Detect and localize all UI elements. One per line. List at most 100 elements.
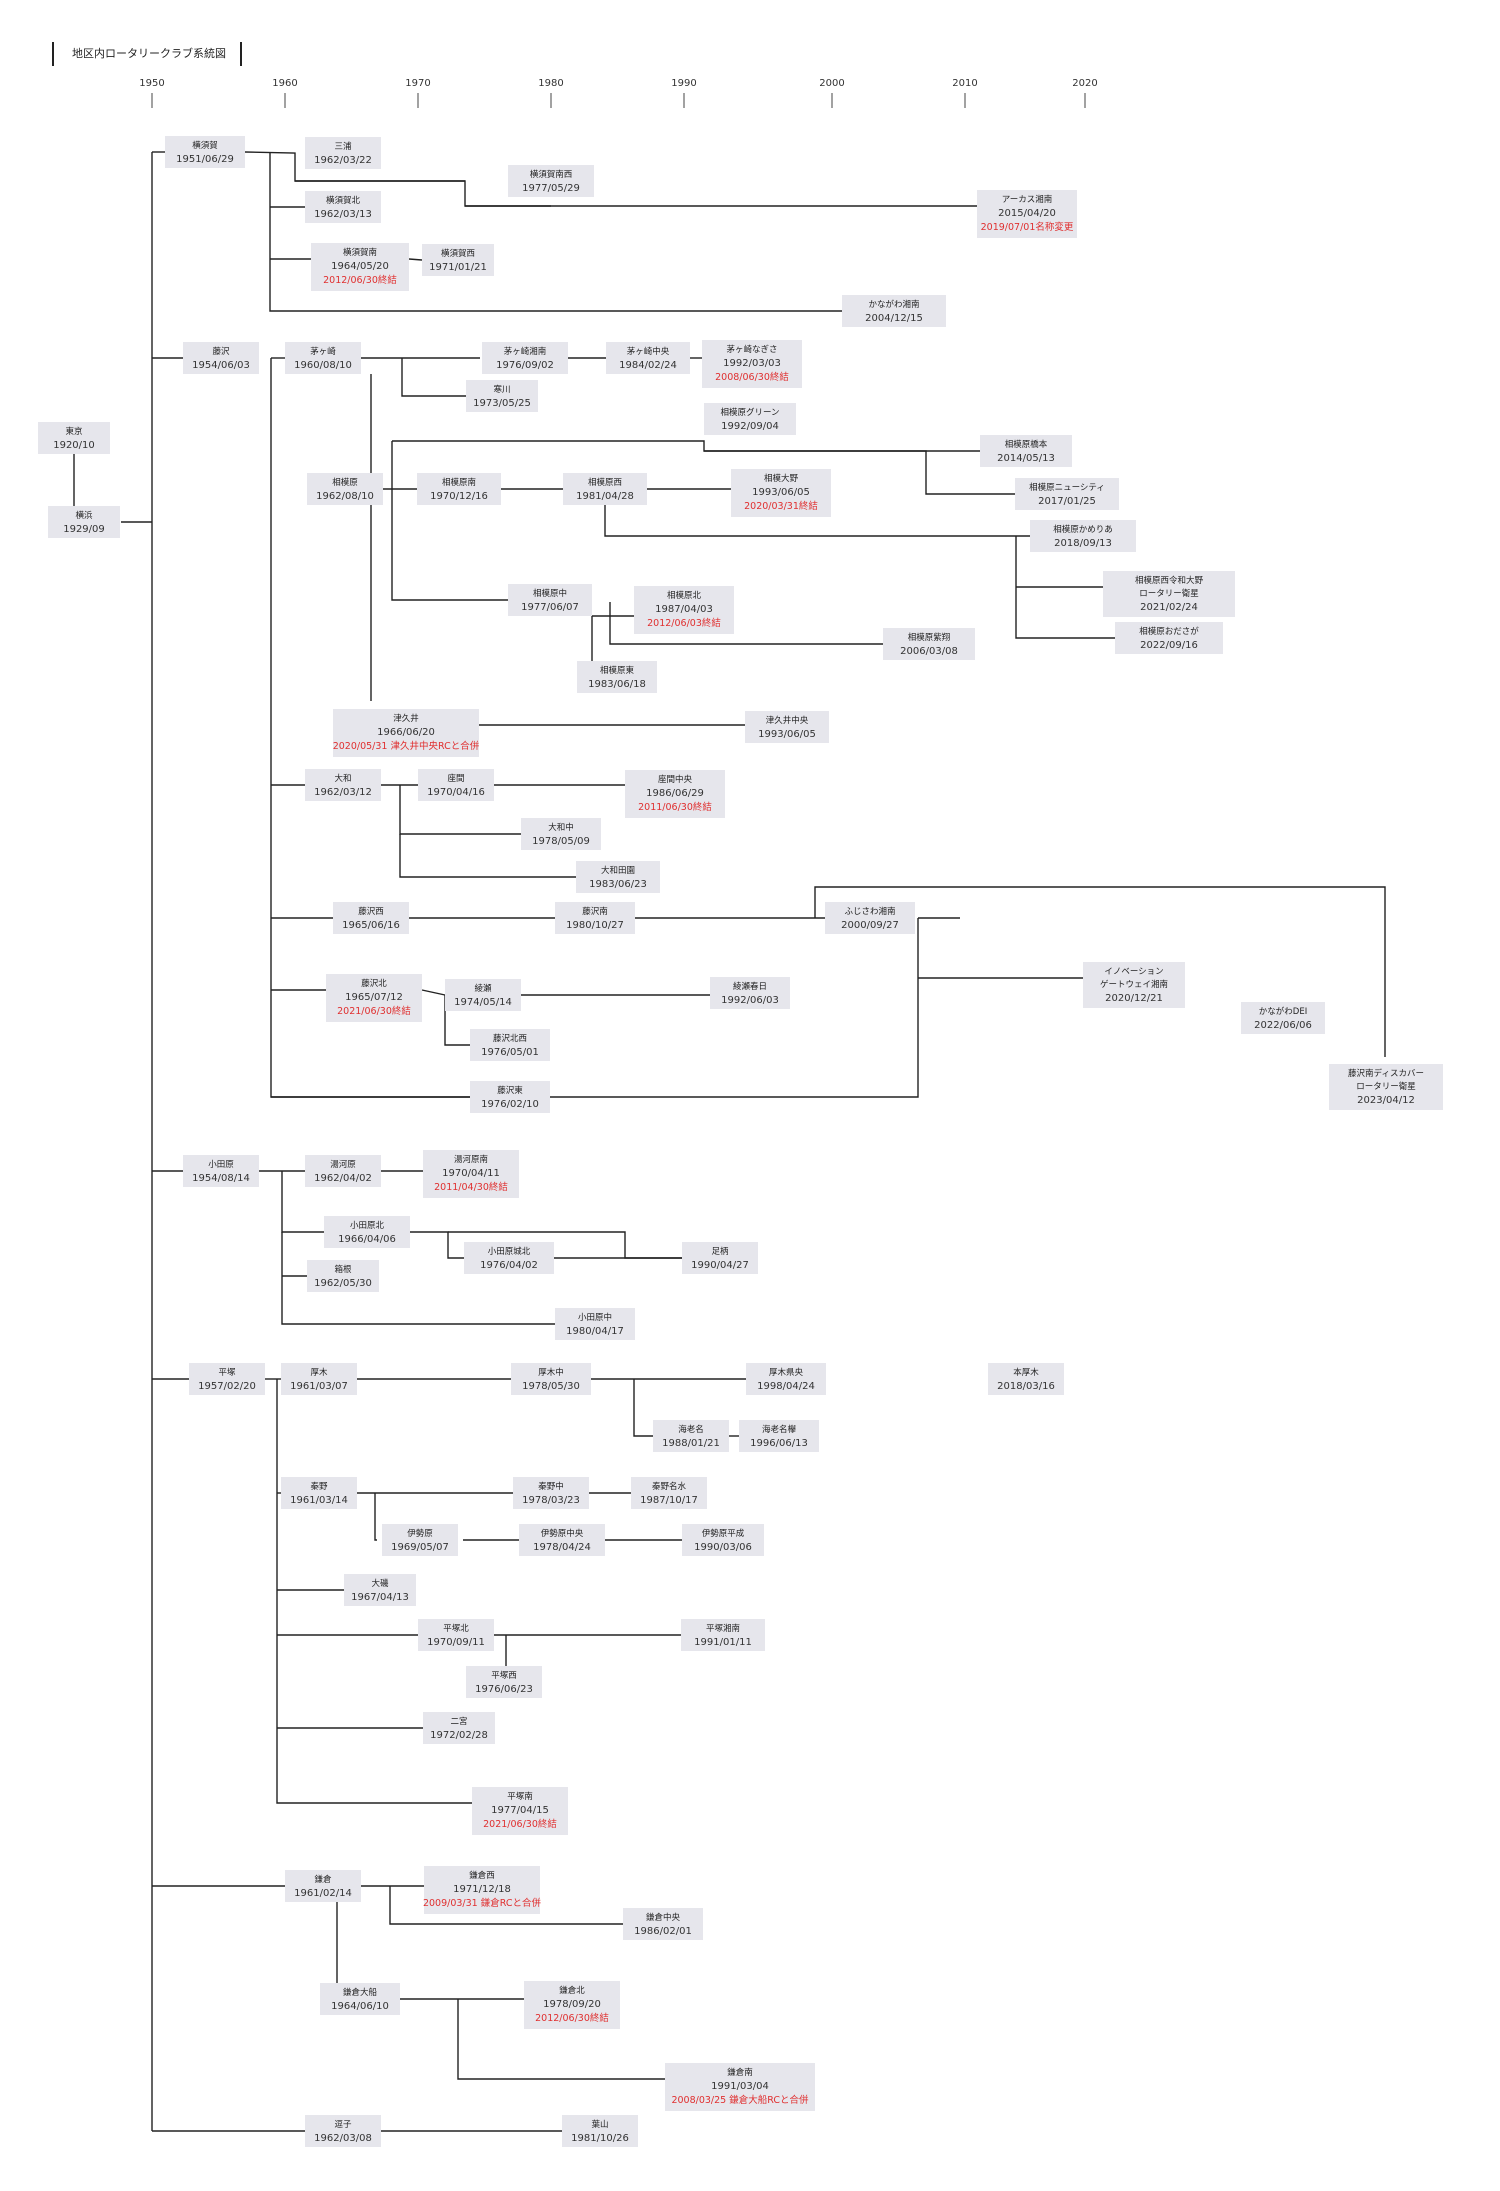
- club-charter-date: 1993/06/05: [758, 729, 816, 740]
- lineage-link: [374, 1493, 377, 1541]
- club-status-note: 2008/06/30終結: [715, 371, 789, 383]
- club-name: 横須賀南: [343, 247, 377, 258]
- club-box: [320, 1983, 400, 2015]
- club-status-note: 2012/06/03終結: [647, 617, 721, 629]
- club-name: 三浦: [334, 141, 352, 152]
- club-charter-date: 1992/09/04: [721, 421, 779, 432]
- club-charter-date: 1962/05/30: [314, 1278, 372, 1289]
- club-charter-date: 1973/05/25: [473, 398, 531, 409]
- club-name: 海老名: [678, 1424, 704, 1435]
- lineage-link: [444, 995, 470, 1046]
- club-name: 大和: [334, 773, 351, 784]
- club-box: [980, 435, 1072, 467]
- club-charter-date: 1961/02/14: [294, 1888, 352, 1899]
- club-status-note: 2019/07/01名称変更: [981, 221, 1074, 233]
- club-box: [513, 1477, 589, 1509]
- club-name: 藤沢北西: [493, 1033, 527, 1044]
- lineage-link: [814, 886, 1386, 1057]
- club-name: 伊勢原平成: [702, 1528, 745, 1539]
- lineage-link: [1015, 536, 1115, 639]
- club-name: 足柄: [711, 1246, 729, 1257]
- club-box: [417, 473, 501, 505]
- club-box: [883, 628, 975, 660]
- club-box: [625, 770, 725, 818]
- club-box: [511, 1363, 591, 1395]
- club-name: アーカス湘南: [1002, 194, 1053, 205]
- lineage-link: [609, 602, 883, 645]
- club-name: 相模原紫翔: [908, 632, 951, 643]
- club-box: [519, 1524, 605, 1556]
- club-box: [524, 1981, 620, 2029]
- club-charter-date: 1992/03/03: [723, 358, 781, 369]
- club-name: 海老名欅: [762, 1424, 797, 1435]
- club-box: [739, 1420, 819, 1452]
- club-charter-date: 1962/03/13: [314, 209, 372, 220]
- club-name: 相模原東: [600, 665, 635, 676]
- club-charter-date: 1981/10/26: [571, 2133, 629, 2144]
- lineage-link: [604, 505, 1030, 537]
- club-charter-date: 1977/06/07: [521, 602, 579, 613]
- lineage-link: [399, 834, 576, 878]
- club-box: [422, 244, 494, 276]
- club-name: 伊勢原中央: [541, 1528, 584, 1539]
- club-charter-date: 1987/10/17: [640, 1495, 698, 1506]
- club-name: 小田原北: [350, 1220, 385, 1231]
- club-name: 藤沢東: [497, 1085, 523, 1096]
- club-name: 平塚南: [507, 1791, 533, 1802]
- club-box: [682, 1242, 758, 1274]
- club-charter-date: 1974/05/14: [454, 997, 512, 1008]
- club-box: [682, 1524, 764, 1556]
- club-box: [731, 469, 831, 517]
- club-box: [307, 1260, 379, 1292]
- club-box: [977, 190, 1077, 238]
- club-charter-date: 1962/08/10: [316, 491, 374, 502]
- club-charter-date: 2020/12/21: [1105, 993, 1163, 1004]
- club-name: 厚木中: [538, 1367, 564, 1378]
- club-box: [285, 1870, 361, 1902]
- club-name: 津久井中央: [766, 715, 809, 726]
- club-box: [710, 977, 790, 1009]
- club-box: [333, 709, 479, 757]
- club-charter-date: 1961/03/07: [290, 1381, 348, 1392]
- club-name: 大和中: [548, 822, 574, 833]
- lineage-link: [389, 1886, 623, 1925]
- club-charter-date: 1970/12/16: [430, 491, 488, 502]
- club-charter-date: 1992/06/03: [721, 995, 779, 1006]
- club-name: 鎌倉大船: [343, 1987, 378, 1998]
- club-box: [746, 1363, 826, 1395]
- club-box: [521, 818, 601, 850]
- club-box: [576, 861, 660, 893]
- club-name: 鎌倉中央: [646, 1912, 681, 1923]
- club-box: [745, 711, 829, 743]
- club-box: [344, 1574, 416, 1606]
- club-box: [508, 584, 592, 616]
- axis-tick-label: 1970: [405, 78, 430, 89]
- club-name: 相模原西: [588, 477, 622, 488]
- club-charter-date: 2014/05/13: [997, 453, 1055, 464]
- club-box: [183, 342, 259, 374]
- club-charter-date: 1965/07/12: [345, 992, 403, 1003]
- club-charter-date: 1980/04/17: [566, 1326, 624, 1337]
- club-charter-date: 1962/03/08: [314, 2133, 372, 2144]
- club-charter-date: 2006/03/08: [900, 646, 958, 657]
